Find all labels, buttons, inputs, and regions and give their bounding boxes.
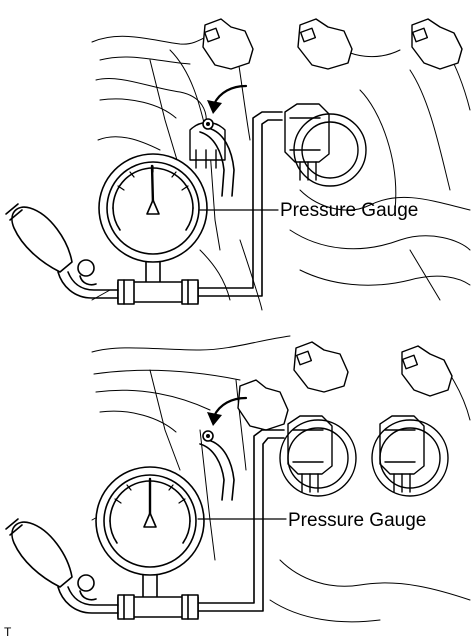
hose-top [197,111,283,297]
top-panel: Pressure Gauge [5,18,471,311]
injector-row-bottom [237,341,453,431]
pressure-gauge-bottom [95,466,205,598]
coil-assembly-bottom [279,415,449,497]
hand-pump-bottom [5,518,119,614]
tee-fitting-top [117,279,199,305]
hand-pump-top [5,203,119,299]
hose-bottom [197,429,285,612]
pressure-gauge-label-bottom: Pressure Gauge [288,510,426,531]
bottom-panel: Pressure Gauge [5,335,471,623]
figure-code: T [4,625,12,639]
pressure-gauge-top [98,153,208,283]
pressure-gauge-label-top: Pressure Gauge [280,200,418,221]
flow-arrow-top [207,84,248,114]
tee-fitting-bottom [117,594,199,620]
flow-arrow-bottom [207,396,248,426]
injector-row-top [202,18,463,70]
engine-background-bottom [91,335,471,623]
